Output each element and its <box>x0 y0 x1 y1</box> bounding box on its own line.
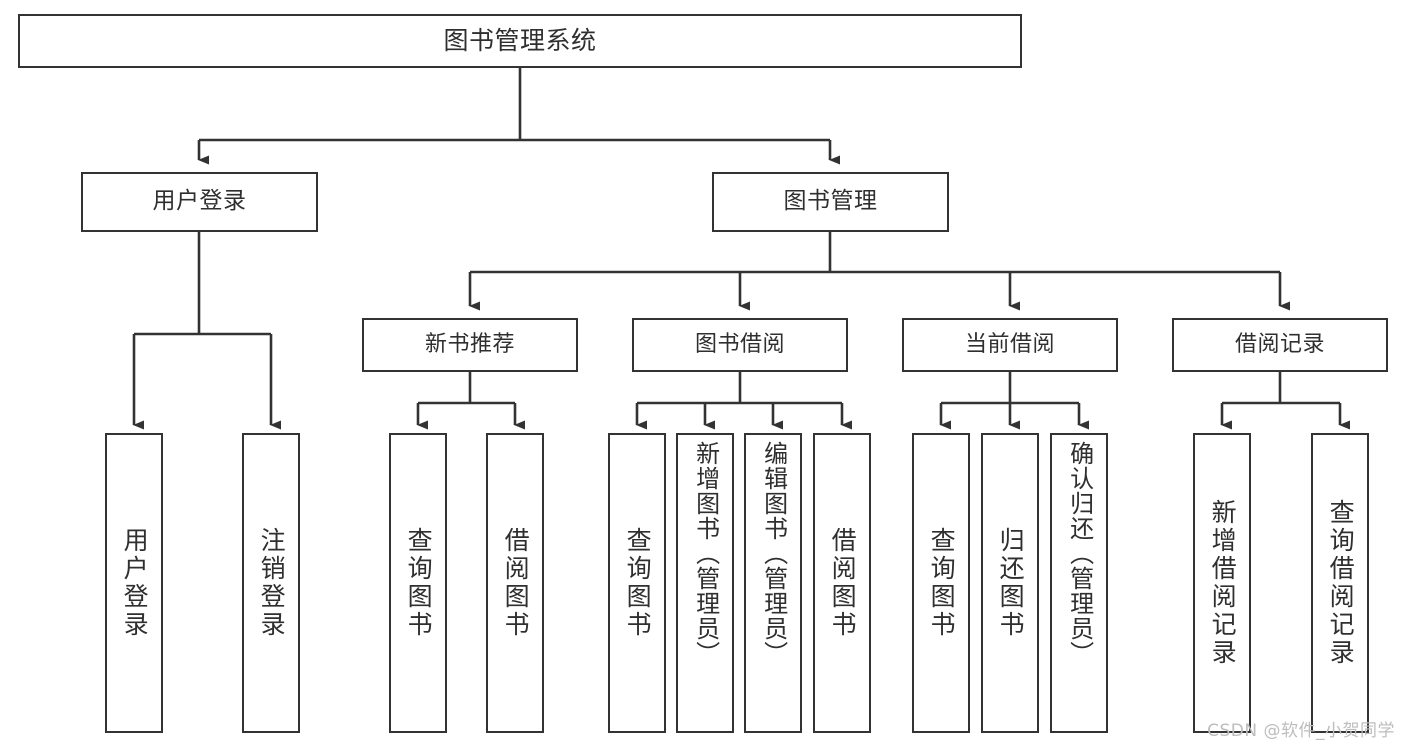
node-label: 查询借阅记录 <box>1326 499 1356 667</box>
node-label: 借阅图书 <box>501 527 531 639</box>
node-book-management[interactable]: 图书管理 <box>712 172 949 232</box>
node-label: 图书管理 <box>783 188 878 215</box>
node-new-book-recommendation[interactable]: 新书推荐 <box>362 318 578 372</box>
leaf-query-book-recommendation[interactable]: 查询图书 <box>389 433 447 733</box>
node-label: 确认归还（管理员） <box>1065 441 1094 666</box>
leaf-add-book-admin[interactable]: 新增图书（管理员） <box>676 433 734 733</box>
node-user-login[interactable]: 用户登录 <box>81 172 318 232</box>
leaf-user-login[interactable]: 用户登录 <box>105 433 163 733</box>
node-label: 查询图书 <box>927 527 957 639</box>
leaf-confirm-return-admin[interactable]: 确认归还（管理员） <box>1050 433 1108 733</box>
node-label: 借阅记录 <box>1234 332 1325 358</box>
node-current-borrowing[interactable]: 当前借阅 <box>902 318 1118 372</box>
node-book-borrowing[interactable]: 图书借阅 <box>632 318 848 372</box>
leaf-logout[interactable]: 注销登录 <box>242 433 300 733</box>
leaf-query-book-borrowing[interactable]: 查询图书 <box>608 433 666 733</box>
node-label: 注销登录 <box>257 527 287 639</box>
node-label: 新增图书（管理员） <box>691 441 720 666</box>
node-label: 查询图书 <box>623 527 653 639</box>
node-label: 图书管理系统 <box>443 26 597 56</box>
leaf-return-book[interactable]: 归还图书 <box>981 433 1039 733</box>
node-borrowing-record[interactable]: 借阅记录 <box>1172 318 1388 372</box>
leaf-borrow-book-recommendation[interactable]: 借阅图书 <box>486 433 544 733</box>
leaf-add-borrowing-record[interactable]: 新增借阅记录 <box>1193 433 1251 733</box>
node-label: 新书推荐 <box>424 332 515 358</box>
leaf-query-book-current[interactable]: 查询图书 <box>912 433 970 733</box>
node-label: 编辑图书（管理员） <box>759 441 788 666</box>
node-label: 归还图书 <box>996 527 1026 639</box>
leaf-borrow-book-borrowing[interactable]: 借阅图书 <box>813 433 871 733</box>
node-label: 当前借阅 <box>964 332 1055 358</box>
leaf-edit-book-admin[interactable]: 编辑图书（管理员） <box>744 433 802 733</box>
node-label: 用户登录 <box>152 188 247 215</box>
node-label: 查询图书 <box>404 527 434 639</box>
node-label: 用户登录 <box>120 527 150 639</box>
node-label: 借阅图书 <box>828 527 858 639</box>
leaf-query-borrowing-record[interactable]: 查询借阅记录 <box>1311 433 1369 733</box>
node-root-book-management-system[interactable]: 图书管理系统 <box>18 14 1022 68</box>
node-label: 图书借阅 <box>694 332 785 358</box>
node-label: 新增借阅记录 <box>1208 499 1238 667</box>
watermark-text: CSDN @软件_小贺同学 <box>1207 721 1395 741</box>
